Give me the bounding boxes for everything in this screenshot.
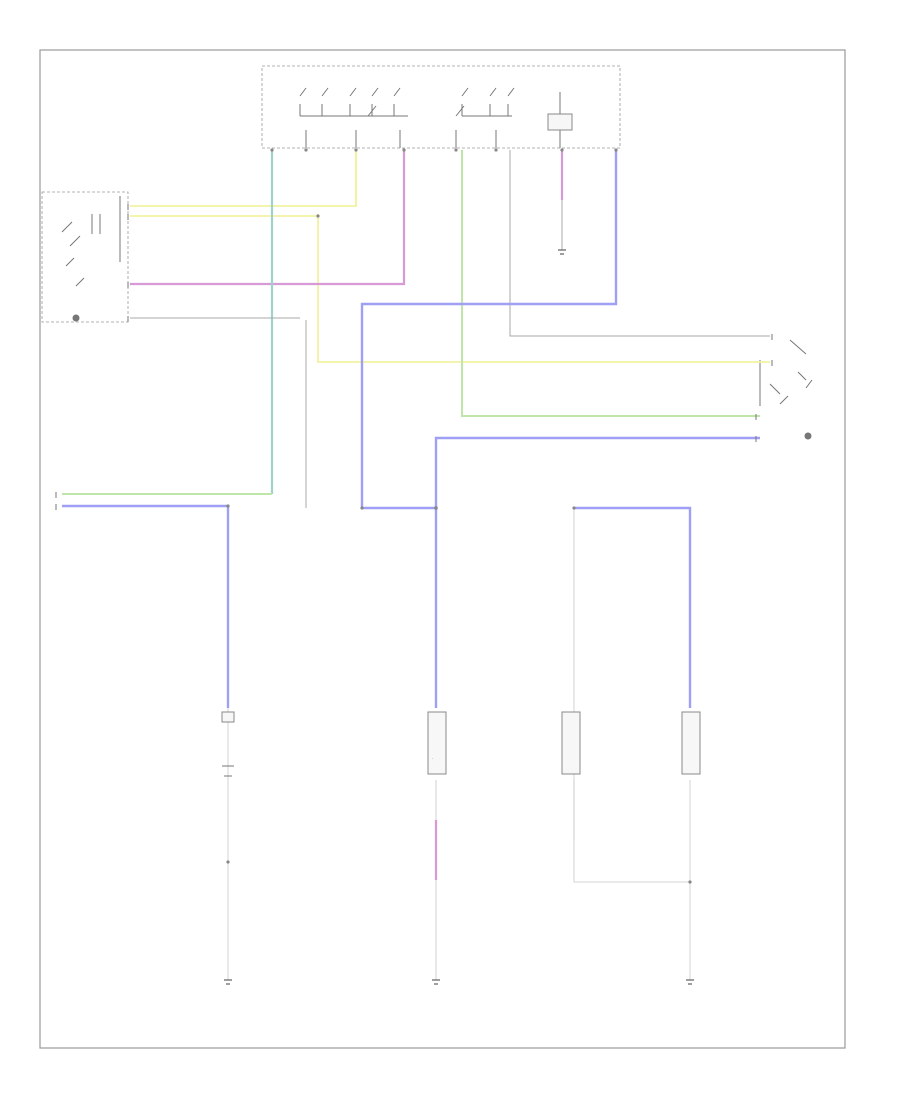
wire-yellow-1 [130,150,357,207]
ground-3 [686,979,694,985]
wire-yellow-2 [317,150,770,363]
wire-blue-6 [574,506,692,708]
center-lamp: · [427,711,447,775]
ground-4 [558,249,566,255]
wire-blue-3 [434,436,760,508]
connector-ticks [55,204,773,510]
wire-green-1 [461,150,760,417]
wire-blue-1 [360,150,618,508]
svg-text:·: · [432,756,434,761]
wire-blue-5 [62,504,230,708]
left-seat-switch [41,191,129,323]
right-seat-switch [759,339,813,440]
junction-dots [226,148,692,884]
wire-gray-3 [509,150,770,337]
wire-thin-1 [573,508,690,883]
center-panel-switch [261,65,621,149]
diagram-frame [39,49,846,1049]
passenger-door-switch [561,711,581,775]
right-door-switch [681,711,701,775]
ground-1 [224,979,232,985]
driver-door-switch [221,711,235,777]
ground-2 [432,979,440,985]
wire-pink-1 [130,150,406,286]
